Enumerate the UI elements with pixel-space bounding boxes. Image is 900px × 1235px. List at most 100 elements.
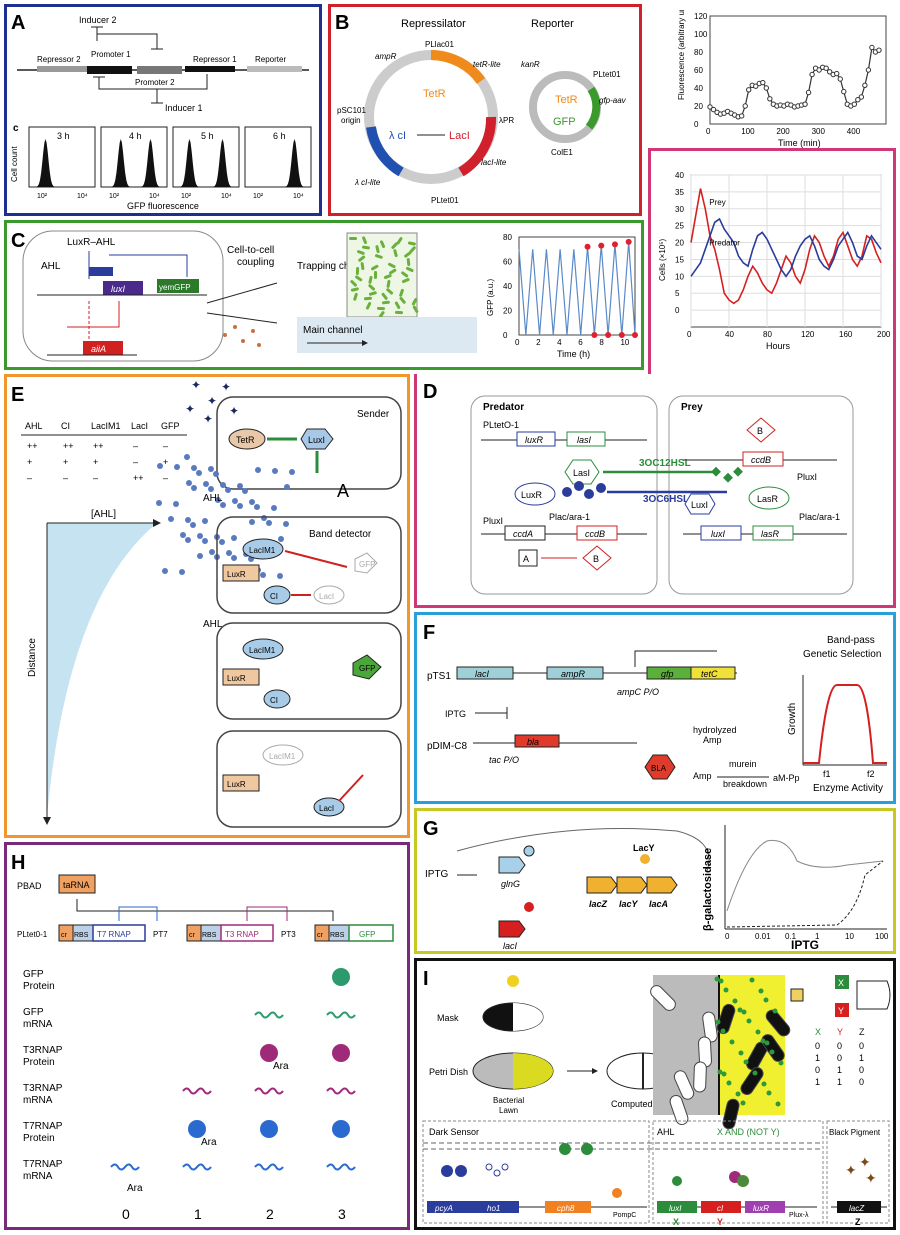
svg-text:RBS: RBS — [202, 932, 217, 939]
table-cell: ++ — [27, 441, 38, 451]
svg-text:PompC: PompC — [613, 1212, 636, 1219]
svg-text:[AHL]: [AHL] — [91, 509, 116, 520]
ahl-molecule — [769, 1049, 775, 1055]
svg-text:H: H — [11, 852, 25, 874]
series-name: Predator — [709, 238, 740, 247]
data-point — [632, 332, 638, 338]
luxr-gene — [516, 431, 556, 447]
svg-text:Repressilator: Repressilator — [401, 18, 466, 30]
bacterium-cell — [368, 275, 373, 284]
data-point — [746, 87, 752, 93]
svg-text:Repressor 2: Repressor 2 — [37, 55, 81, 64]
svg-text:B: B — [593, 554, 599, 564]
ahl-molecule — [283, 521, 289, 527]
ahl-molecule — [237, 503, 243, 509]
bacterium-cell — [383, 274, 392, 279]
bacterium-cell — [702, 1011, 718, 1043]
bacterium-cell — [380, 240, 386, 248]
svg-text:kanR: kanR — [521, 60, 540, 69]
svg-text:luxR: luxR — [525, 435, 544, 445]
data-point — [625, 238, 632, 245]
svg-text:luxR: luxR — [753, 1204, 769, 1213]
repressor-2-gene — [37, 66, 87, 72]
svg-text:IPTG: IPTG — [445, 709, 466, 719]
svg-text:3OC12HSL: 3OC12HSL — [639, 458, 691, 469]
table-header: LacIM1 — [91, 421, 121, 431]
distance-label: Distance — [27, 638, 38, 677]
panel-i: I Mask Petri Dish Bacterial Lawn Compute… — [414, 958, 896, 1230]
svg-text:PLlac01: PLlac01 — [425, 40, 454, 49]
svg-text:LuxR: LuxR — [227, 570, 246, 579]
svg-text:taRNA: taRNA — [63, 880, 90, 890]
data-point — [710, 106, 717, 113]
ahl-molecule — [737, 1007, 743, 1013]
series-name: Prey — [709, 198, 725, 207]
svg-text:Growth: Growth — [787, 703, 798, 735]
svg-text:PT7: PT7 — [153, 930, 168, 939]
table-cell: – — [163, 441, 168, 451]
x-tick-label: 80 — [763, 330, 772, 339]
cell-count-label: Cell count — [10, 146, 19, 182]
svg-text:AHL: AHL — [41, 261, 61, 272]
y-axis-label: GFP (a.u.) — [486, 278, 495, 316]
svg-text:Promoter 1: Promoter 1 — [91, 50, 131, 59]
svg-text:luxI: luxI — [111, 284, 126, 294]
svg-text:pcyA: pcyA — [434, 1204, 453, 1213]
ahl-molecule — [237, 483, 243, 489]
svg-text:ampC P/O: ampC P/O — [617, 687, 659, 697]
svg-text:B: B — [757, 426, 763, 436]
repressor-1-gene — [185, 66, 235, 72]
data-point — [605, 332, 612, 338]
ahl-molecule — [231, 535, 237, 541]
histogram-distribution — [101, 139, 167, 187]
ahl-molecule — [260, 572, 266, 578]
data-point — [805, 89, 812, 96]
data-point — [876, 47, 882, 53]
bacterium-cell — [349, 237, 357, 240]
bacterium-cell — [406, 258, 411, 267]
svg-text:Amp: Amp — [703, 735, 722, 745]
svg-text:CI: CI — [270, 592, 278, 601]
histogram-tick: 10² — [109, 193, 120, 200]
svg-text:RBS: RBS — [330, 932, 345, 939]
svg-text:luxI: luxI — [711, 529, 726, 539]
panel-b: B Repressilator Reporter PLlac01 tetR-li… — [328, 4, 642, 216]
svg-text:RBS: RBS — [74, 932, 89, 939]
protein-blob — [260, 1120, 278, 1138]
svg-text:Reporter: Reporter — [531, 18, 574, 30]
svg-text:Trapping chamber: Trapping chamber — [297, 261, 378, 272]
ahl-molecule — [196, 470, 202, 476]
data-point — [618, 332, 625, 338]
ahl-molecule — [766, 1090, 772, 1096]
svg-text:LacIM1: LacIM1 — [249, 546, 276, 555]
ara-label: Ara — [127, 1183, 143, 1194]
histogram-tick: 10⁴ — [221, 193, 232, 200]
protein-blob — [260, 1044, 278, 1062]
mrna-wave — [254, 1087, 284, 1095]
ahl-molecule — [232, 498, 238, 504]
bandpass-curve — [803, 684, 887, 764]
svg-text:E: E — [11, 384, 24, 406]
svg-text:GFP: GFP — [553, 116, 576, 128]
truth-cell: 0 — [837, 1053, 842, 1063]
table-cell: ++ — [93, 441, 104, 451]
ahl-molecule — [242, 488, 248, 494]
x-tick-label: 6 — [578, 338, 583, 347]
x-tick-label: 0 — [706, 127, 711, 136]
bacterium-cell — [401, 271, 409, 278]
panel-h: H PBAD taRNA PLtet0-1 cr RBS T7 RNAP PT7… — [4, 842, 410, 1230]
svg-text:tac P/O: tac P/O — [489, 755, 519, 765]
bacterium-cell — [650, 985, 676, 1011]
svg-text:ccdA: ccdA — [513, 529, 533, 539]
truth-cell: 0 — [815, 1065, 820, 1075]
truth-cell: 1 — [815, 1053, 820, 1063]
svg-text:cr: cr — [189, 932, 196, 939]
bacterium-cell — [765, 1009, 791, 1037]
svg-text:X: X — [673, 1217, 679, 1227]
ahl-molecule — [721, 1071, 727, 1077]
ahl-molecule — [203, 481, 209, 487]
svg-text:CI: CI — [270, 696, 278, 705]
data-point — [809, 71, 815, 78]
ahl-molecule — [775, 1101, 781, 1107]
